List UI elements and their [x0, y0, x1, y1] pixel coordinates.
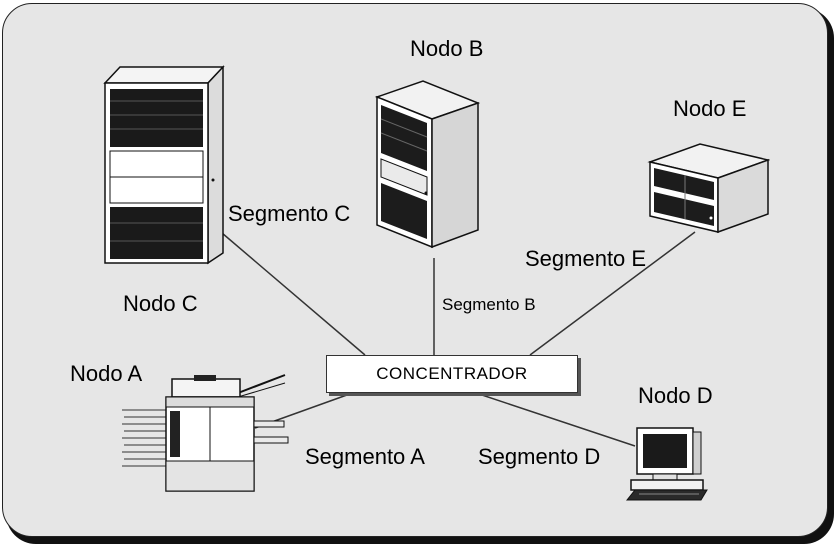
- node-d-label: Nodo D: [638, 385, 713, 407]
- node-b-label: Nodo B: [410, 38, 483, 60]
- mainframe-cabinet-icon: [100, 65, 225, 265]
- workstation-icon: [625, 422, 710, 512]
- segment-b-label: Segmento B: [442, 296, 536, 313]
- hub-label: CONCENTRADOR: [376, 364, 527, 384]
- node-a-label: Nodo A: [70, 363, 142, 385]
- segment-d-label: Segmento D: [478, 446, 600, 468]
- minicomputer-icon: [645, 140, 770, 235]
- segment-c-label: Segmento C: [228, 203, 350, 225]
- node-c-label: Nodo C: [123, 293, 198, 315]
- segment-c-line: [222, 233, 365, 355]
- segment-d-line: [470, 391, 635, 446]
- segment-a-label: Segmento A: [305, 446, 425, 468]
- node-e-label: Nodo E: [673, 98, 746, 120]
- segment-e-label: Segmento E: [525, 248, 646, 270]
- printer-icon: [120, 365, 295, 495]
- server-tower-icon: [375, 75, 480, 250]
- concentrador-hub: CONCENTRADOR: [326, 355, 578, 393]
